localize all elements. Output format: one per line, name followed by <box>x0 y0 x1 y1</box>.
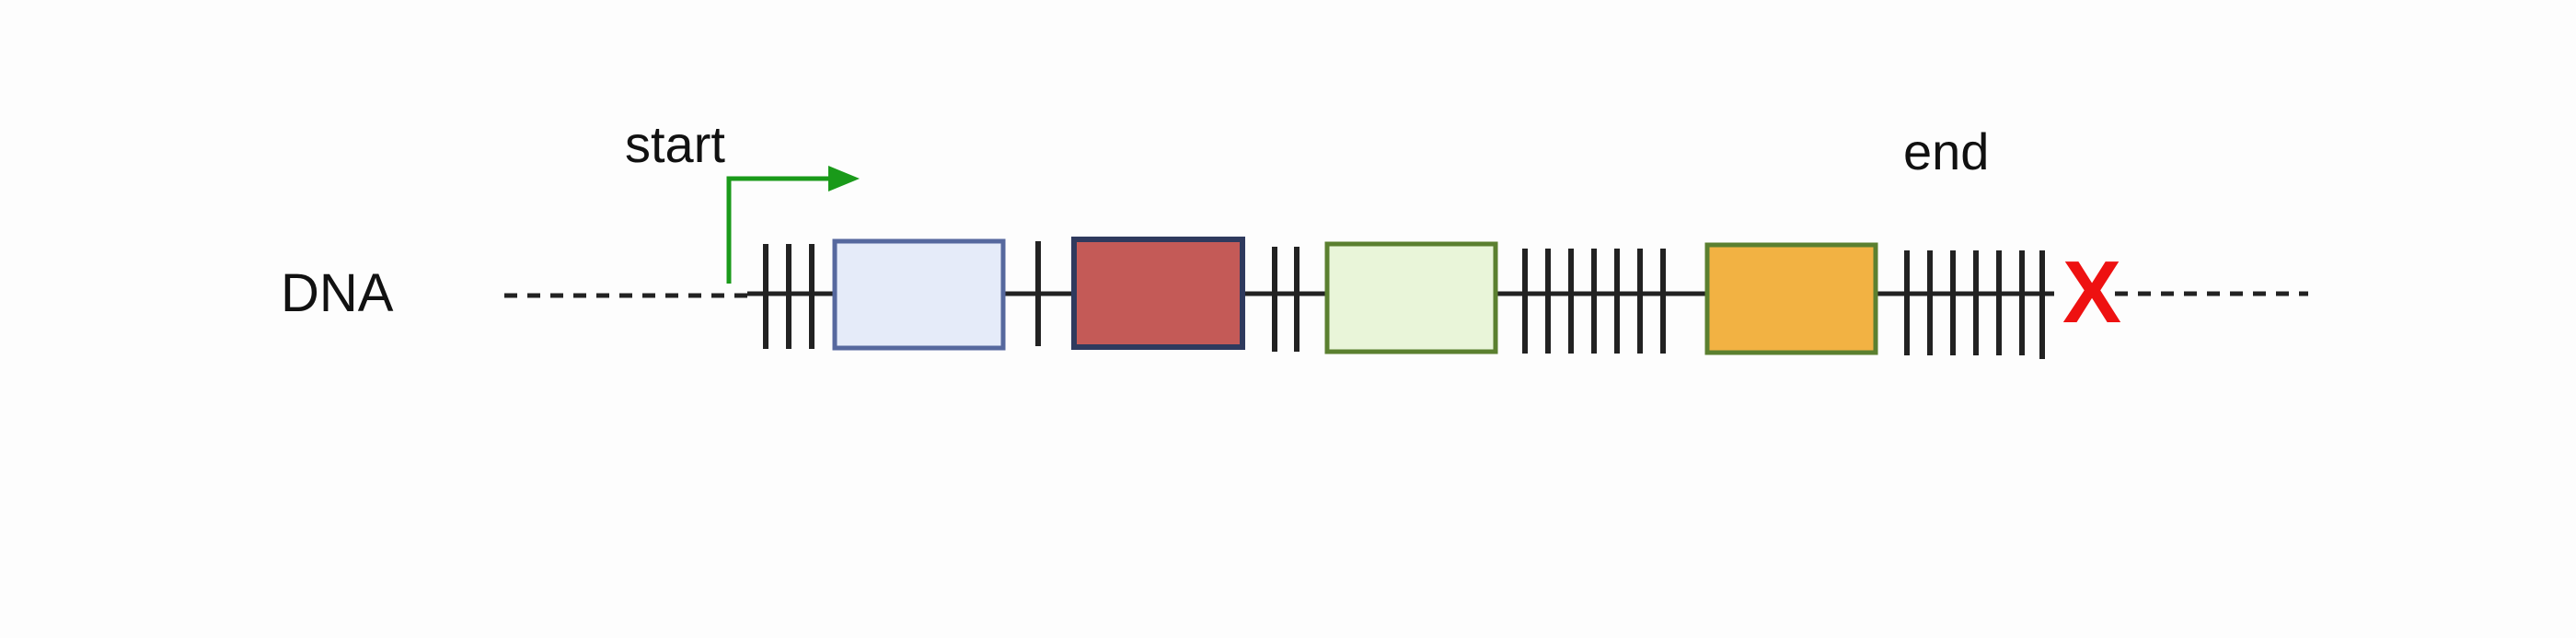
tick-group-3 <box>1272 247 1300 352</box>
start-arrow-icon <box>726 166 860 284</box>
exon-block-1 <box>832 238 1006 351</box>
stop-mark-icon: X <box>2062 243 2121 342</box>
tick-group-5 <box>1904 250 2045 359</box>
end-label: end <box>1903 122 1989 180</box>
tick-group-4 <box>1522 249 1666 354</box>
tick-group-1 <box>763 244 814 349</box>
dna-label: DNA <box>281 263 394 323</box>
exon-block-3 <box>1324 241 1498 354</box>
exon-block-2 <box>1071 237 1245 350</box>
start-label: start <box>625 115 725 173</box>
exon-block-4 <box>1704 242 1878 355</box>
